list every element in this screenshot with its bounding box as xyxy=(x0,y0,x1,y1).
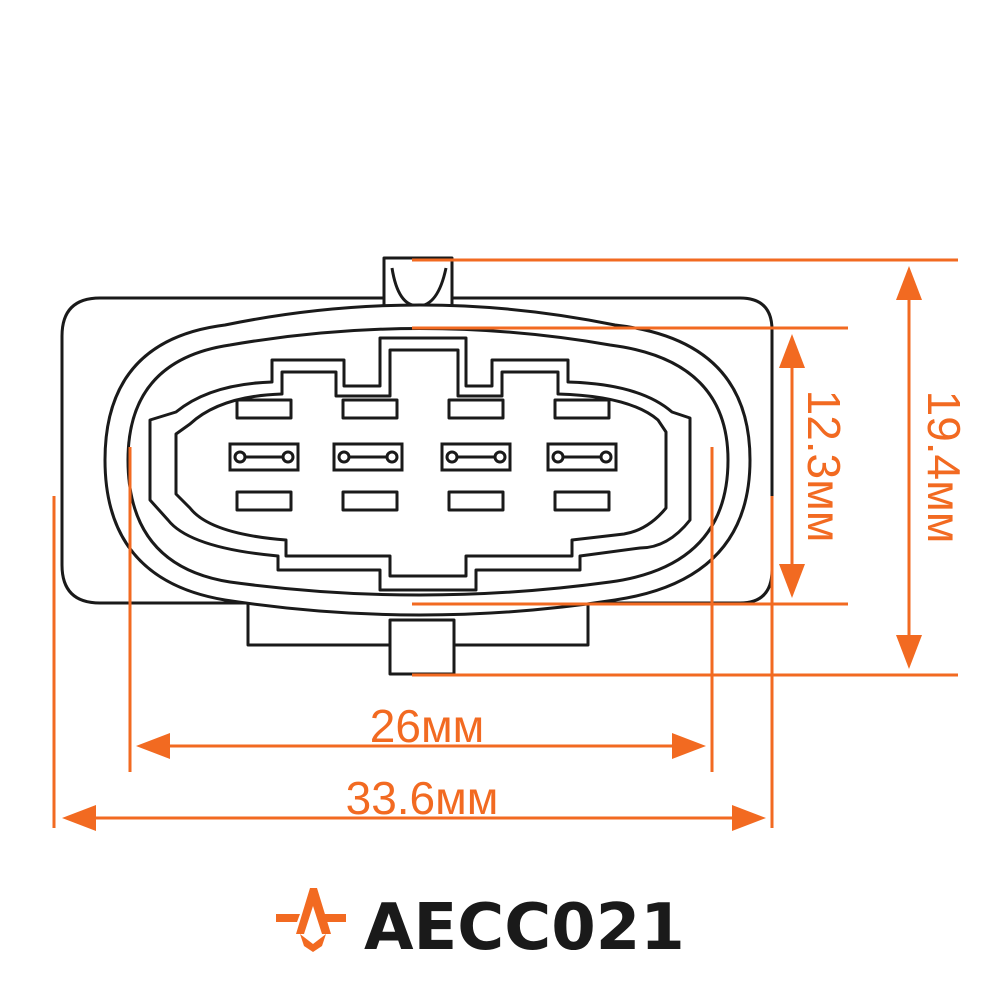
dimension-label-inner-height: 12.3мм xyxy=(798,390,850,543)
arrowhead xyxy=(779,334,805,368)
pin xyxy=(228,442,300,472)
upper-slot xyxy=(341,398,399,420)
cavity-outline-outer xyxy=(148,336,692,592)
lower-slot xyxy=(235,490,293,512)
arrowhead xyxy=(896,266,922,300)
arrowhead xyxy=(896,635,922,669)
bottom-latch-tab xyxy=(388,618,456,676)
product-code: AECC021 xyxy=(364,891,685,965)
pin xyxy=(440,442,512,472)
arrowhead xyxy=(779,564,805,598)
upper-slot xyxy=(447,398,505,420)
star-a-logo-icon xyxy=(276,888,346,952)
cavity-outline-inner xyxy=(174,348,668,578)
dimension-label-outer-width: 33.6мм xyxy=(346,772,499,824)
pin xyxy=(332,442,404,472)
connector-body xyxy=(60,256,774,676)
lower-slot xyxy=(341,490,399,512)
arrowhead xyxy=(136,733,170,759)
arrowhead xyxy=(732,805,766,831)
upper-slot xyxy=(235,398,293,420)
dimension-lines xyxy=(52,258,958,831)
pin xyxy=(546,442,618,472)
pin-row xyxy=(228,442,618,472)
lower-slot xyxy=(553,490,611,512)
arrowhead xyxy=(62,805,96,831)
upper-slot xyxy=(553,398,611,420)
lower-slot xyxy=(447,490,505,512)
arrowhead xyxy=(672,733,706,759)
dimension-label-inner-width: 26мм xyxy=(370,700,484,752)
dimension-label-outer-height: 19.4мм xyxy=(918,391,970,544)
